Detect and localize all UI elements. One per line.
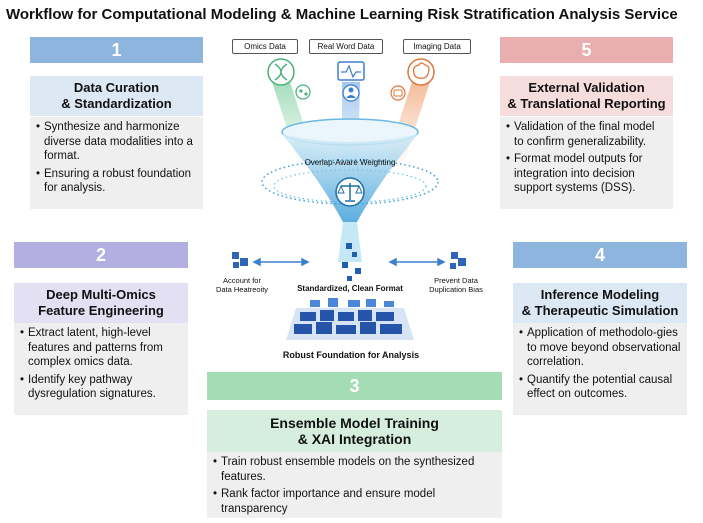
left-double-arrow [252, 257, 310, 267]
step-3-body: Train robust ensemble models on the synt… [207, 452, 502, 518]
right-note: Prevent Data Duplication Bias [424, 276, 488, 294]
step-1-title-line2: & Standardization [61, 96, 172, 111]
step-5-body: Validation of the final model to confirm… [500, 117, 673, 209]
left-note-line1: Account for [223, 276, 261, 285]
step-1-bullet: Ensuring a robust foundation for analysi… [36, 167, 197, 196]
step-4-title-line2: & Therapeutic Simulation [521, 303, 679, 318]
step-5-number: 5 [500, 37, 673, 63]
funnel-body [282, 134, 418, 222]
rwd-beam [342, 82, 360, 168]
step-3-title-line2: & XAI Integration [297, 431, 412, 447]
step-2-bullet: Extract latent, high-level features and … [20, 326, 182, 370]
left-cubes-icon [232, 252, 248, 268]
records-icon [337, 61, 365, 81]
step-5-header: External Validation & Translational Repo… [500, 76, 673, 116]
omics-beam [272, 82, 318, 168]
step-3-bullet: Rank factor importance and ensure model … [213, 487, 496, 516]
step-2-title-line2: Feature Engineering [38, 303, 164, 318]
page-title: Workflow for Computational Modeling & Ma… [6, 6, 678, 23]
camera-icon [390, 85, 406, 101]
left-note: Account for Data Heatreoity [210, 276, 274, 294]
input-omics: Omics Data [232, 39, 298, 54]
step-5-bullet: Format model outputs for integration int… [506, 152, 667, 196]
step-5-title-line2: & Translational Reporting [507, 96, 666, 111]
step-2-body: Extract latent, high-level features and … [14, 323, 188, 415]
step-3-title-line1: Ensemble Model Training [270, 415, 439, 431]
right-double-arrow [388, 257, 446, 267]
step-4-number: 4 [513, 242, 687, 268]
right-note-line1: Prevent Data [434, 276, 478, 285]
step-4-bullet: Application of methodolo-gies to move be… [519, 326, 681, 370]
step-1-title-line1: Data Curation [73, 80, 160, 95]
step-4-bullet: Quantify the potential causal effect on … [519, 373, 681, 402]
funnel-rim [281, 118, 419, 146]
left-note-line2: Data Heatreoity [215, 285, 269, 294]
step-4-body: Application of methodolo-gies to move be… [513, 323, 687, 415]
brain-icon [407, 58, 435, 86]
step-2-number: 2 [14, 242, 188, 268]
step-2-title-line1: Deep Multi-Omics [46, 287, 156, 302]
funnel-label: Overlap-Aware Weighting [304, 158, 396, 167]
step-5-bullet: Validation of the final model to confirm… [506, 120, 667, 149]
step-1-bullet: Synthesize and harmonize diverse data mo… [36, 120, 197, 164]
falling-cubes [342, 243, 361, 281]
data-stream [338, 222, 362, 262]
foundation-label: Robust Foundation for Analysis [282, 350, 420, 360]
right-note-line2: Duplication Bias [429, 285, 483, 294]
input-real-world: Real Word Data [309, 39, 383, 54]
input-imaging: Imaging Data [403, 39, 471, 54]
step-2-bullet: Identify key pathway dysregulation signa… [20, 373, 182, 402]
step-5-title-line1: External Validation [528, 80, 645, 95]
person-icon [342, 84, 360, 102]
step-1-body: Synthesize and harmonize diverse data mo… [30, 117, 203, 209]
step-4-header: Inference Modeling & Therapeutic Simulat… [513, 283, 687, 323]
foundation-blocks [286, 298, 414, 340]
balance-scale-icon [335, 177, 365, 207]
step-3-bullet: Train robust ensemble models on the synt… [213, 455, 496, 484]
step-1-header: Data Curation & Standardization [30, 76, 203, 116]
dna-icon [267, 58, 295, 86]
right-cubes-icon [450, 252, 466, 269]
weighting-ring-inner [273, 169, 427, 203]
center-label: Standardized, Clean Format [297, 284, 403, 293]
step-2-header: Deep Multi-Omics Feature Engineering [14, 283, 188, 323]
step-1-number: 1 [30, 37, 203, 63]
imaging-beam [384, 82, 430, 168]
step-3-header: Ensemble Model Training & XAI Integratio… [207, 410, 502, 452]
step-4-title-line1: Inference Modeling [540, 287, 660, 302]
molecule-icon [295, 84, 311, 100]
step-3-number: 3 [207, 372, 502, 400]
